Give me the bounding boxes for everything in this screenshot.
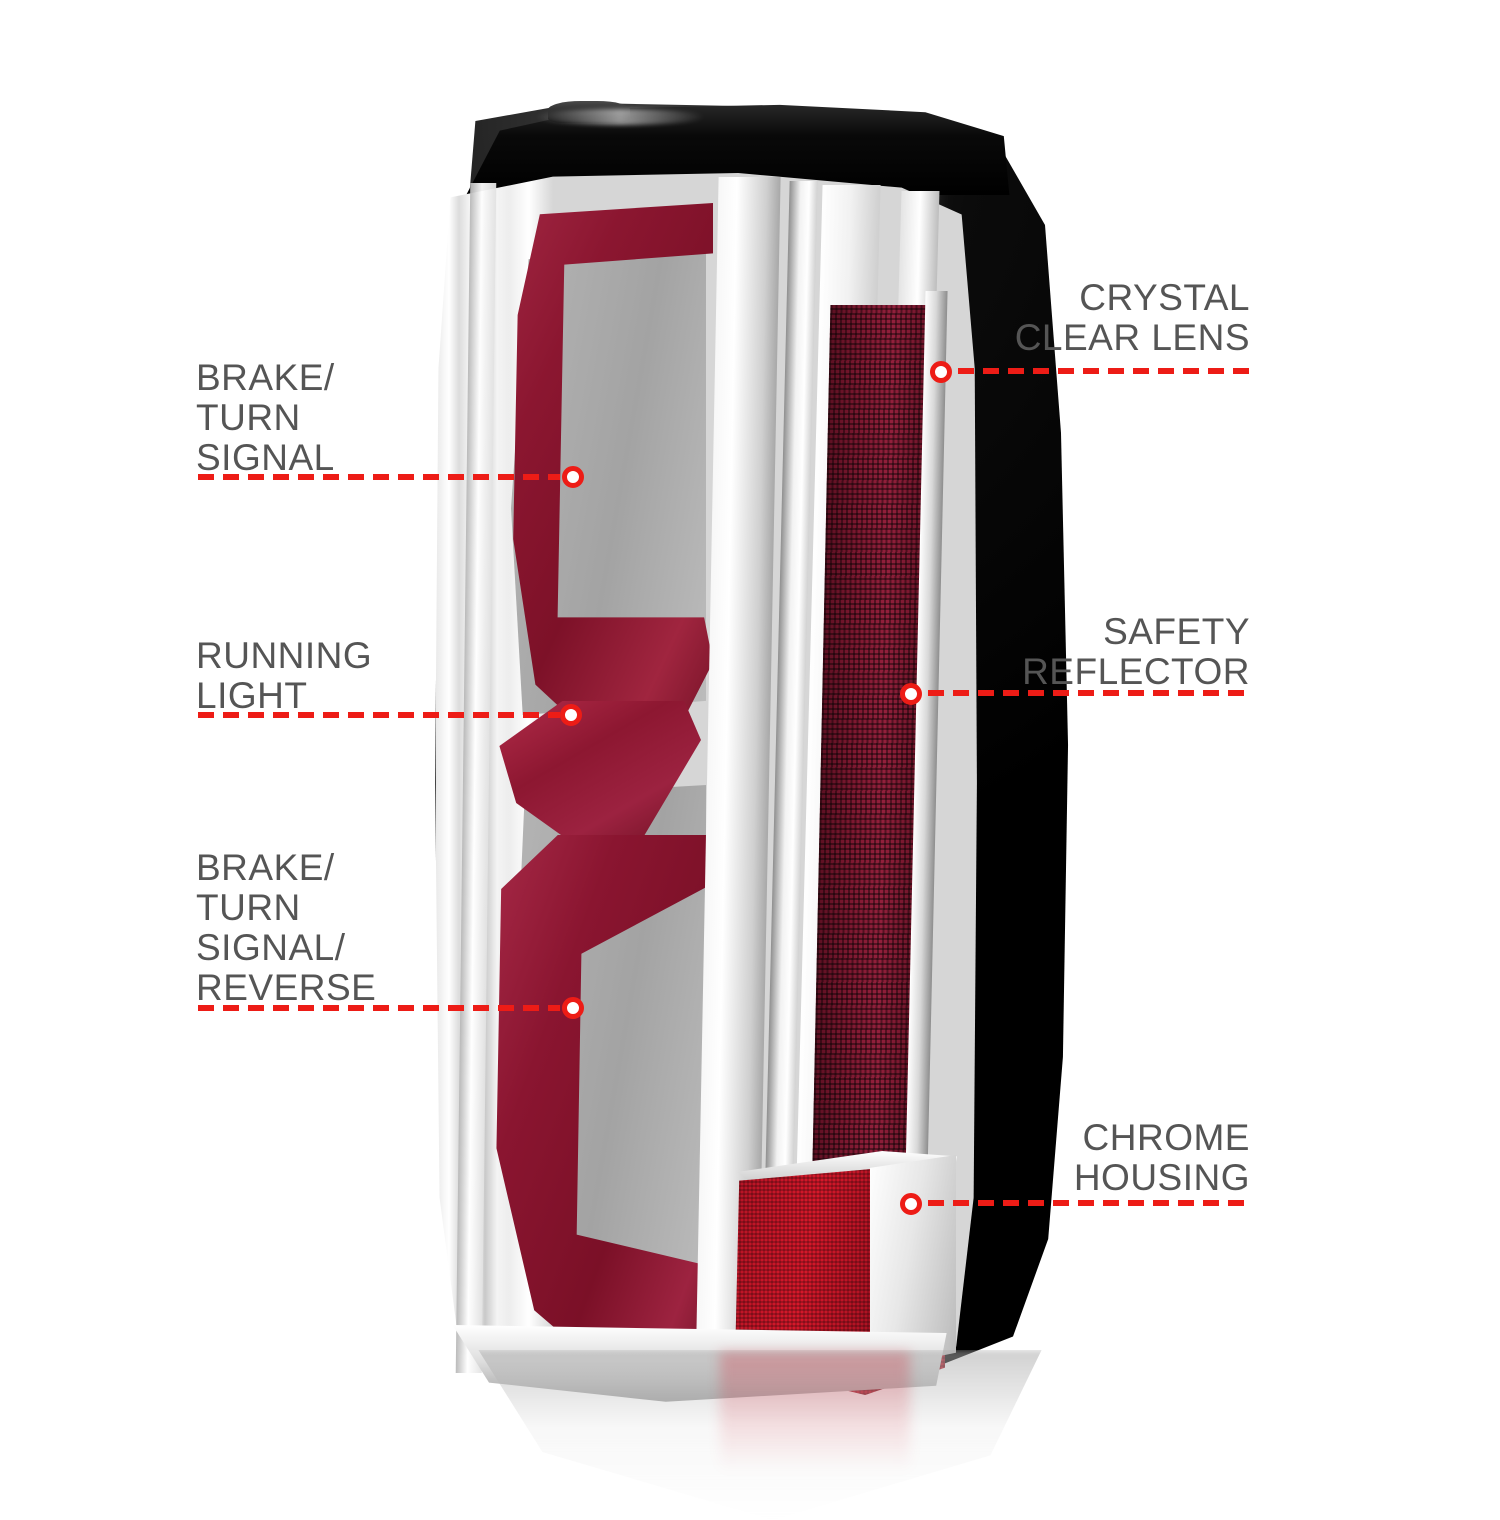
marker-brake-turn-signal-reverse[interactable] — [562, 997, 584, 1019]
callout-brake-turn-signal-reverse: BRAKE/ TURN SIGNAL/ REVERSE — [196, 848, 536, 1008]
leader-line-safety-reflector — [928, 690, 1250, 696]
callout-brake-turn-signal: BRAKE/ TURN SIGNAL — [196, 358, 526, 478]
marker-chrome-housing[interactable] — [900, 1193, 922, 1215]
callout-label-running-light: RUNNING LIGHT — [196, 635, 373, 716]
marker-safety-reflector[interactable] — [900, 683, 922, 705]
leader-line-chrome-housing — [928, 1200, 1250, 1206]
callout-crystal-clear-lens: CRYSTAL CLEAR LENS — [950, 278, 1250, 358]
callout-safety-reflector: SAFETY REFLECTOR — [950, 612, 1250, 692]
leader-line-running-light — [198, 712, 560, 718]
surface-reflection-red-glow — [720, 1352, 910, 1472]
callout-label-brake-turn-signal-reverse: BRAKE/ TURN SIGNAL/ REVERSE — [196, 847, 377, 1008]
callout-label-brake-turn-signal: BRAKE/ TURN SIGNAL — [196, 357, 335, 478]
leader-line-brake-turn-signal — [198, 474, 560, 480]
callout-label-crystal-clear-lens: CRYSTAL CLEAR LENS — [1014, 277, 1250, 358]
marker-running-light[interactable] — [560, 704, 582, 726]
callout-label-chrome-housing: CHROME HOUSING — [1073, 1117, 1250, 1198]
callout-label-safety-reflector: SAFETY REFLECTOR — [1022, 611, 1250, 692]
callout-chrome-housing: CHROME HOUSING — [950, 1118, 1250, 1198]
marker-brake-turn-signal[interactable] — [562, 466, 584, 488]
marker-crystal-clear-lens[interactable] — [930, 361, 952, 383]
leader-line-brake-turn-signal-reverse — [198, 1005, 560, 1011]
leader-line-crystal-clear-lens — [958, 368, 1250, 374]
callout-running-light: RUNNING LIGHT — [196, 636, 526, 716]
cap-highlight — [535, 109, 705, 125]
